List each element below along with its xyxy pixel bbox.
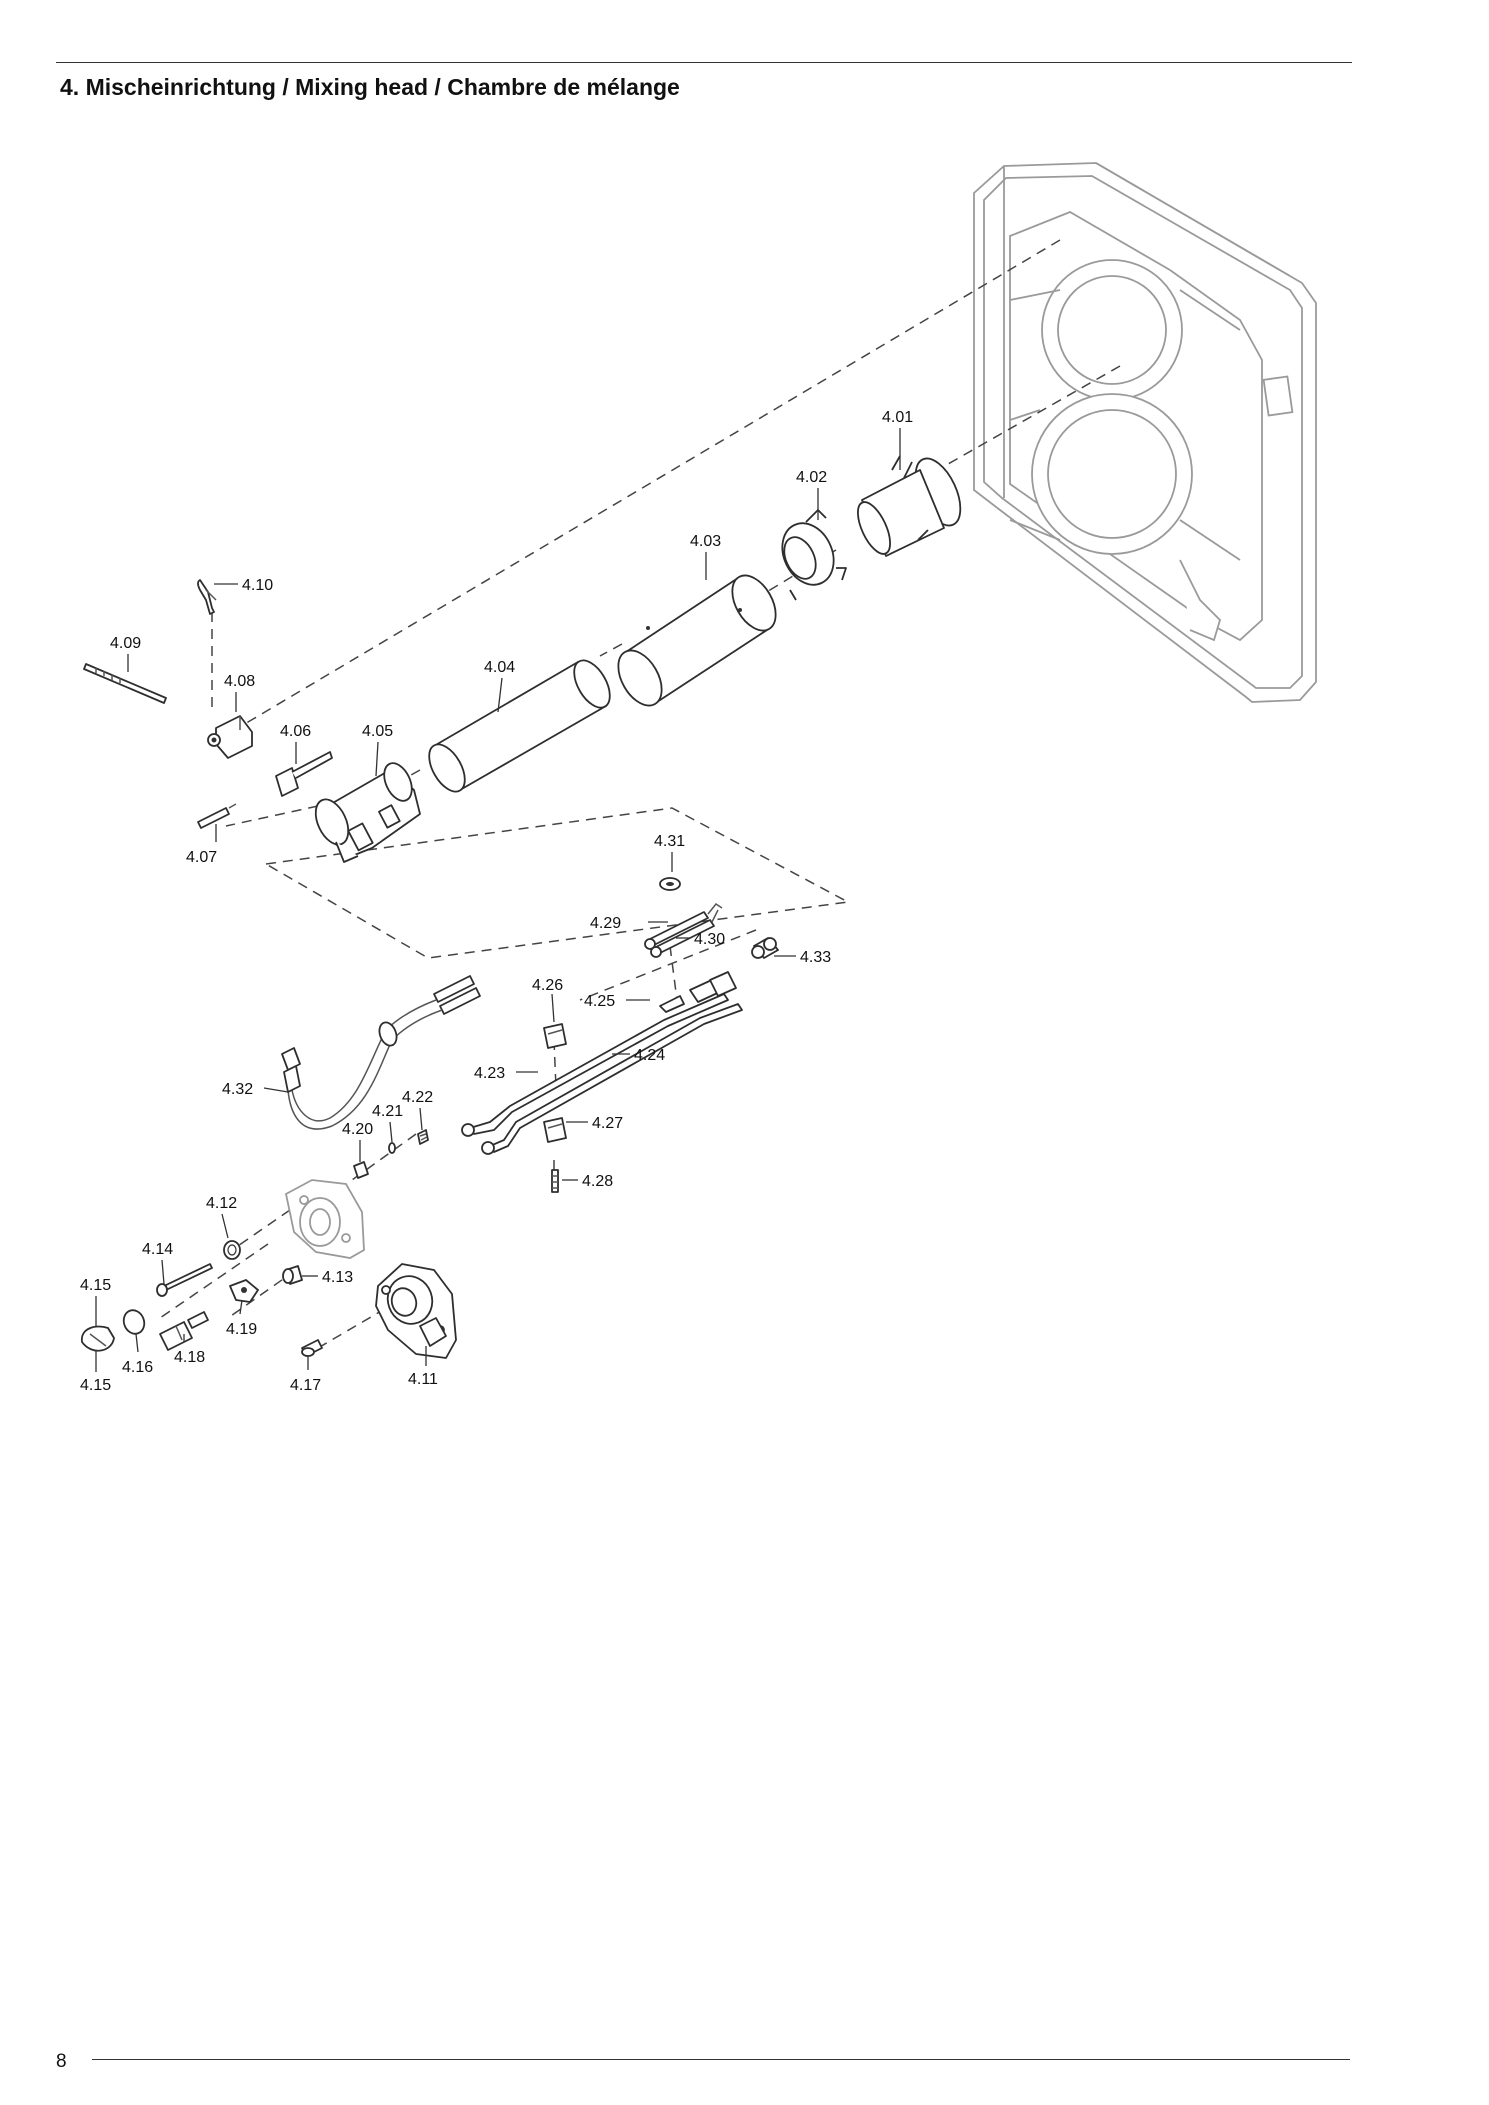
callout-labels: 4.01 4.02 4.03 4.04 4.05 4.06 4.07 4.08 … [80, 409, 913, 1394]
burner-housing [973, 162, 1317, 703]
part-4-03-flame-tube [617, 574, 777, 707]
page-title: 4. Mischeinrichtung / Mixing head / Cham… [60, 74, 680, 100]
part-4-09-threaded-rod [83, 663, 167, 704]
top-rule [56, 62, 1352, 63]
callout-4-11: 4.11 [408, 1371, 438, 1388]
callout-4-04: 4.04 [484, 659, 515, 676]
part-4-22-spring [417, 1129, 429, 1145]
callout-4-24: 4.24 [634, 1047, 665, 1064]
callout-4-20: 4.20 [342, 1121, 373, 1138]
part-4-08-adjusting-block [207, 715, 253, 759]
callout-4-26: 4.26 [532, 977, 563, 994]
part-4-29-4-30-ignition-electrodes [644, 902, 723, 958]
part-4-10-cotter-pin [197, 579, 217, 615]
part-4-23-4-24-4-25-oil-lines [461, 971, 743, 1155]
callout-4-03: 4.03 [690, 533, 721, 550]
callout-4-05: 4.05 [362, 723, 393, 740]
part-4-28-screw [551, 1169, 559, 1193]
part-4-04-air-tube [428, 659, 611, 793]
part-4-31-washer [659, 877, 681, 891]
callout-4-27: 4.27 [592, 1115, 623, 1132]
callout-4-30: 4.30 [694, 931, 725, 948]
part-4-13-bushing [282, 1265, 303, 1285]
callout-4-13: 4.13 [322, 1269, 353, 1286]
callout-4-17: 4.17 [290, 1377, 321, 1394]
callout-4-15-lower: 4.15 [80, 1377, 111, 1394]
callout-4-19: 4.19 [226, 1321, 257, 1338]
callout-4-09: 4.09 [110, 635, 141, 652]
callout-4-02: 4.02 [796, 469, 827, 486]
mounting-plate [284, 1179, 365, 1259]
callout-4-06: 4.06 [280, 723, 311, 740]
callout-4-32: 4.32 [222, 1081, 253, 1098]
assembly-axis-lines [159, 239, 1121, 1349]
callout-4-21: 4.21 [372, 1103, 403, 1120]
part-4-11-cover-plate [375, 1263, 457, 1359]
part-4-17-screw [301, 1339, 323, 1357]
part-4-20-sleeve [353, 1161, 369, 1179]
callout-4-29: 4.29 [590, 915, 621, 932]
callout-4-15: 4.15 [80, 1277, 111, 1294]
part-4-05-mixing-head-body [314, 762, 421, 863]
callout-4-08: 4.08 [224, 673, 255, 690]
callout-4-16: 4.16 [122, 1359, 153, 1376]
part-4-06-bracket [275, 751, 333, 797]
part-4-18-adjusting-spindle [159, 1311, 209, 1351]
part-4-16-circlip [122, 1309, 146, 1335]
callout-4-18: 4.18 [174, 1349, 205, 1366]
part-4-19-seal-plate [229, 1279, 259, 1303]
callout-4-07: 4.07 [186, 849, 217, 866]
part-4-32-ignition-cable [281, 975, 481, 1130]
leader-lines [95, 428, 901, 1372]
callout-4-10: 4.10 [242, 577, 273, 594]
callout-4-01: 4.01 [882, 409, 913, 426]
part-4-14-screw [156, 1263, 213, 1297]
callout-4-12: 4.12 [206, 1195, 237, 1212]
part-4-07-pin [197, 803, 237, 829]
callout-4-31: 4.31 [654, 833, 685, 850]
part-4-01-flame-tube-adapter [857, 455, 962, 557]
callout-4-22: 4.22 [402, 1089, 433, 1106]
part-4-02-baffle-ring [781, 509, 847, 601]
part-4-33-fitting [751, 937, 779, 959]
part-4-26-clamp [543, 1023, 567, 1049]
callout-4-28: 4.28 [582, 1173, 613, 1190]
callout-4-14: 4.14 [142, 1241, 173, 1258]
callout-4-25: 4.25 [584, 993, 615, 1010]
part-4-12-ring [223, 1240, 241, 1260]
callout-4-23: 4.23 [474, 1065, 505, 1082]
part-4-21-o-ring [388, 1142, 396, 1154]
bottom-rule [92, 2059, 1350, 2060]
part-4-27-clamp [543, 1117, 567, 1143]
part-4-15-adjusting-knob [81, 1325, 115, 1352]
page-number: 8 [56, 2051, 67, 2072]
callout-4-33: 4.33 [800, 949, 831, 966]
